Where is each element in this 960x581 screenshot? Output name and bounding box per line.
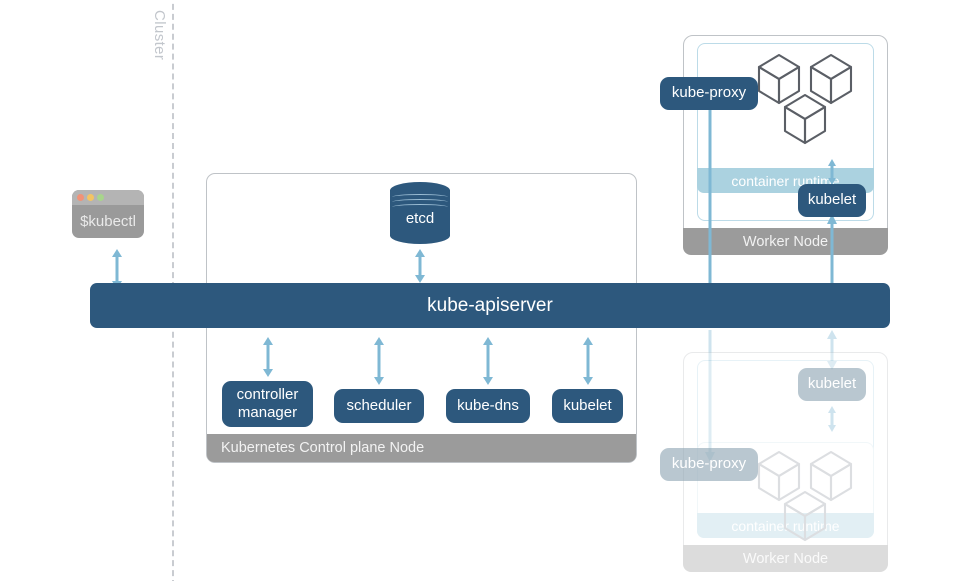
etcd-label: etcd xyxy=(405,210,435,227)
kube-dns-component[interactable]: kube-dns xyxy=(446,389,530,423)
cylinder-bottom xyxy=(390,227,450,244)
connector-apiserver-to-kubeproxy-top xyxy=(703,96,717,296)
worker-node-footer-label: Worker Node xyxy=(683,228,888,255)
control-plane-footer-label: Kubernetes Control plane Node xyxy=(207,434,636,462)
connector-apiserver-to-kubelet xyxy=(581,337,595,385)
amber-dot-icon xyxy=(87,194,94,201)
kubectl-terminal-window[interactable]: $kubectl xyxy=(72,190,144,238)
kubelet-component[interactable]: kubelet xyxy=(552,389,623,423)
kube-proxy-top[interactable]: kube-proxy xyxy=(660,77,758,110)
connector-apiserver-to-kubelet-bottom xyxy=(825,330,839,370)
worker-node-footer-label: Worker Node xyxy=(683,545,888,572)
connector-apiserver-to-scheduler xyxy=(372,337,386,385)
green-dot-icon xyxy=(97,194,104,201)
three-cubes-icon xyxy=(753,448,863,548)
connector-apiserver-to-kube-dns xyxy=(481,337,495,385)
kubectl-command-label: $kubectl xyxy=(80,213,136,230)
etcd-datastore[interactable]: etcd xyxy=(390,182,450,244)
connector-kubelet-to-runtime-top xyxy=(825,159,839,185)
kubelet-top[interactable]: kubelet xyxy=(798,184,866,217)
connector-etcd-to-apiserver xyxy=(413,249,427,283)
terminal-titlebar xyxy=(72,190,144,205)
red-dot-icon xyxy=(77,194,84,201)
controller-manager-component[interactable]: controller manager xyxy=(222,381,313,427)
container-runtime-band: container runtime xyxy=(697,513,874,538)
cylinder-stripe xyxy=(392,204,448,210)
cluster-label: Cluster xyxy=(151,10,168,61)
controller-manager-line2: manager xyxy=(237,404,298,421)
connector-apiserver-to-controller-manager xyxy=(261,337,275,377)
worker-node-pod-subpanel xyxy=(697,442,874,538)
kubelet-bottom[interactable]: kubelet xyxy=(798,368,866,401)
kube-apiserver-bar[interactable]: kube-apiserver xyxy=(90,283,890,328)
kube-proxy-bottom[interactable]: kube-proxy xyxy=(660,448,758,481)
cylinder-stripe xyxy=(392,199,448,205)
three-cubes-icon xyxy=(753,51,863,151)
cylinder-stripe xyxy=(392,194,448,200)
controller-manager-line1: controller xyxy=(236,386,299,404)
scheduler-component[interactable]: scheduler xyxy=(334,389,424,423)
connector-kubelet-to-runtime-bottom xyxy=(825,406,839,432)
